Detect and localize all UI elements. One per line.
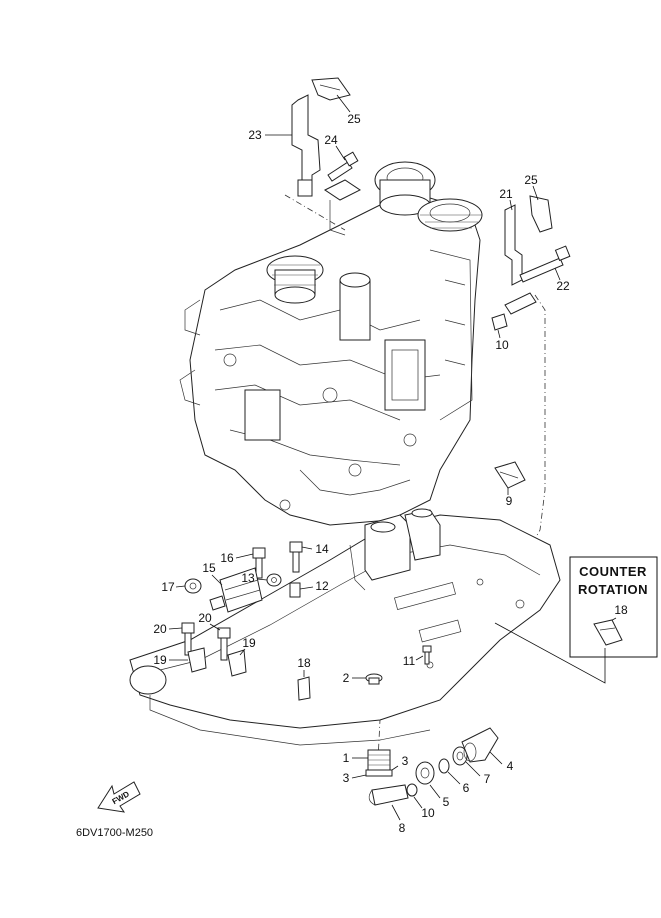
rotation-label: ROTATION [578,582,648,597]
callout-16: 16 [220,551,234,565]
hose-8 [368,784,409,806]
bolt-20-right [217,627,231,661]
bracket-23 [291,94,321,197]
counter-rotation-pointer [494,622,606,684]
callout-25-right: 25 [524,173,538,187]
fwd-arrow-icon: FWD [97,781,141,813]
bolt-22 [519,245,571,283]
seal-7 [452,746,468,766]
callout-21: 21 [499,187,513,201]
callout-10-upper: 10 [495,338,509,352]
callout-3-upper: 3 [402,754,409,768]
clip-18-left [297,676,311,701]
callout-8: 8 [399,821,406,835]
callout-1: 1 [343,751,350,765]
bracket-15 [209,567,263,613]
spacer-12 [289,582,301,598]
callout-18-left: 18 [297,656,311,670]
diagram-code: 6DV1700-M250 [76,827,153,839]
counter-label: COUNTER [579,564,647,579]
callout-19-right: 19 [242,636,256,650]
clip-19-left [187,647,207,673]
bracket-21 [504,204,523,286]
callout-6: 6 [463,781,470,795]
grommet-17 [184,578,202,594]
counter-rotation-part-number: 18 [614,603,628,617]
bolt-16 [252,547,266,579]
clip-19-right [227,649,247,677]
callout-4: 4 [507,759,514,773]
callout-5: 5 [443,795,450,809]
nut-10-lower [406,783,418,797]
callout-7: 7 [484,772,491,786]
callout-23: 23 [248,128,262,142]
clamp-10-upper [491,313,508,331]
bolt-14 [289,541,303,573]
callout-24: 24 [324,133,338,147]
callout-14: 14 [315,542,329,556]
callout-13: 13 [241,571,255,585]
screw-11 [422,645,432,665]
callout-12: 12 [315,579,329,593]
callout-20-left: 20 [153,622,167,636]
grommet-13 [266,573,282,587]
callout-3-lower: 3 [343,771,350,785]
callouts: 25 23 24 25 21 22 10 9 16 14 13 12 17 15… [153,94,570,835]
callout-17: 17 [161,580,175,594]
callout-25-top: 25 [347,112,361,126]
nut-5 [415,761,435,785]
callout-20-right: 20 [198,611,212,625]
bolt-24 [327,151,359,182]
callout-15: 15 [202,561,216,575]
clip-25-right [529,195,553,233]
callout-22: 22 [556,279,570,293]
callout-19-left: 19 [153,653,167,667]
hose-upper [504,292,537,315]
counter-rotation-box: COUNTER ROTATION 18 [569,556,658,658]
cover-4 [461,727,499,763]
engine-block [179,161,483,526]
clamp-9 [494,461,526,489]
clip-3 [365,769,393,777]
clip-25-top [311,77,351,101]
grommet-1 [367,749,391,773]
callout-11: 11 [403,654,416,668]
routing-line-a [284,194,346,231]
callout-10-lower: 10 [421,806,435,820]
washer-6 [438,758,450,774]
callout-9: 9 [506,494,513,508]
callout-2: 2 [343,671,350,685]
